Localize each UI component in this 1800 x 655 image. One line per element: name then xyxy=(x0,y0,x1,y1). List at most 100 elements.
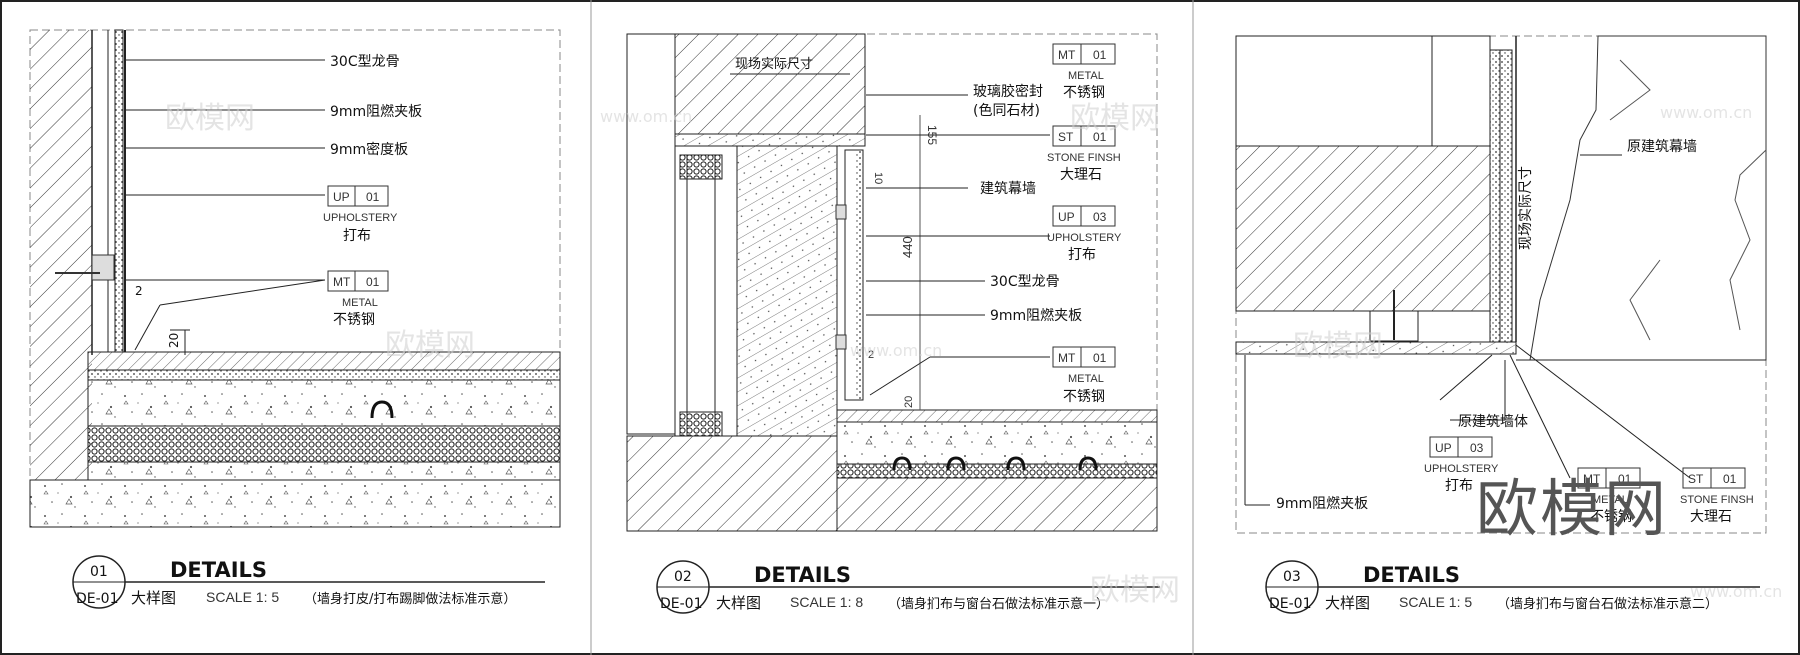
detail-scale: SCALE 1: 5 xyxy=(1399,594,1472,610)
insulation-layer xyxy=(87,425,561,463)
watermark-text: 欧模网 xyxy=(1070,101,1160,136)
floor-finish xyxy=(836,409,1158,423)
detail-note: （墙身打皮/打布踢脚做法标准示意） xyxy=(304,591,516,607)
label-fabric: 打布 xyxy=(1445,477,1473,494)
label-sealant-note: (色同石材) xyxy=(973,102,1040,119)
tag-english: UPHOLSTERY xyxy=(1424,463,1499,475)
watermark-text: 欧模网 xyxy=(385,328,475,363)
masonry-wall xyxy=(30,30,92,480)
tag-number: 01 xyxy=(1618,472,1632,486)
label-stainless: 不锈钢 xyxy=(333,312,375,328)
watermark-url: www.om.cn xyxy=(1690,582,1782,601)
marble-sill xyxy=(1235,341,1517,355)
watermark-text: 欧模网 xyxy=(1090,573,1180,608)
label-fabric: 打布 xyxy=(1068,246,1096,263)
tag-code: MT xyxy=(1058,48,1076,62)
sheet-number: DE-01 xyxy=(660,596,703,612)
detail-number: 01 xyxy=(90,564,108,580)
dim-text: 2 xyxy=(868,349,874,361)
detail-note: （墙身扪布与窗台石做法标准示意二） xyxy=(1497,596,1718,612)
detail-panel-02: 155 10 440 2 20 现场实际尺寸 玻璃胶密封 (色同石材) MT 0… xyxy=(626,33,1160,614)
tag-english: UPHOLSTERY xyxy=(323,212,398,224)
tag-code: UP xyxy=(333,190,350,204)
label-curtain-wall: 建筑幕墙 xyxy=(980,181,1036,197)
dim-text: 20 xyxy=(167,333,181,348)
label-marble: 大理石 xyxy=(1060,167,1102,183)
tag-number: 01 xyxy=(1093,48,1107,62)
tag-code: ST xyxy=(1688,472,1704,486)
tag-number: 01 xyxy=(1093,351,1107,365)
detail-scale: SCALE 1: 8 xyxy=(790,594,863,610)
tag-number: 01 xyxy=(366,190,380,204)
caption-cn: 大样图 xyxy=(716,594,761,612)
detail-number: 03 xyxy=(1283,569,1301,585)
label-stainless: 不锈钢 xyxy=(1590,509,1632,525)
label-original-curtain-wall: 原建筑幕墙 xyxy=(1627,139,1697,155)
label-original-wall: 原建筑墙体 xyxy=(1458,414,1528,430)
dim-text: 10 xyxy=(872,172,884,184)
tag-number: 01 xyxy=(1093,130,1107,144)
label-marble: 大理石 xyxy=(1690,509,1732,525)
tag-number: 03 xyxy=(1093,210,1107,224)
concrete-column xyxy=(736,145,838,437)
tag-code: MT xyxy=(1058,351,1076,365)
label-stainless: 不锈钢 xyxy=(1063,389,1105,405)
dim-text: 2 xyxy=(135,284,143,298)
caption-cn: 大样图 xyxy=(1325,594,1370,612)
watermark-url: www.om.cn xyxy=(1660,103,1752,122)
structural-slab xyxy=(836,477,1158,532)
board-layer xyxy=(114,29,124,353)
tag-english: STONE FINSH xyxy=(1680,494,1754,506)
tag-code: MT xyxy=(1583,472,1601,486)
label-fabric: 打布 xyxy=(343,227,371,244)
watermark-url: www.om.cn xyxy=(600,107,692,126)
detail-panel-03: 原建筑幕墙 现场实际尺寸 原建筑墙体 UP 03 UPHOLSTERY 打布 9… xyxy=(1235,35,1767,614)
label-stainless: 不锈钢 xyxy=(1063,85,1105,101)
label-keel: 30C型龙骨 xyxy=(330,54,400,70)
tag-english: METAL xyxy=(342,297,378,309)
detail-heading: DETAILS xyxy=(170,558,267,582)
tag-number: 01 xyxy=(366,275,380,289)
screed-layer xyxy=(836,421,1158,465)
detail-heading: DETAILS xyxy=(1363,563,1460,587)
tag-code: UP xyxy=(1058,210,1075,224)
tag-number: 01 xyxy=(1723,472,1737,486)
watermark-text: 欧模网 xyxy=(165,101,255,136)
sheet-number: DE-01 xyxy=(1269,596,1312,612)
dim-text: 440 xyxy=(900,236,915,258)
marble-sill xyxy=(674,133,866,147)
dim-text: 20 xyxy=(903,396,915,408)
tag-english: UPHOLSTERY xyxy=(1047,232,1122,244)
label-fireproof-board: 9mm阻燃夹板 xyxy=(1276,495,1368,512)
tag-number: 03 xyxy=(1470,441,1484,455)
label-sealant: 玻璃胶密封 xyxy=(973,83,1043,100)
tag-code: ST xyxy=(1058,130,1074,144)
structural-slab xyxy=(29,479,561,528)
tag-english: METAL xyxy=(1592,494,1628,506)
detail-panel-01: 30C型龙骨 9mm阻燃夹板 9mm密度板 UP 01 UPHOLSTERY 打… xyxy=(29,29,561,609)
watermark-group: 欧模网 欧模网 www.om.cn 欧模网 www.om.cn 欧模网 www.… xyxy=(165,101,1782,608)
upholstery-layer xyxy=(1489,49,1513,343)
caption-cn: 大样图 xyxy=(131,589,176,607)
tag-english: METAL xyxy=(1068,373,1104,385)
label-site-size: 现场实际尺寸 xyxy=(735,57,813,72)
tag-english: STONE FINSH xyxy=(1047,152,1121,164)
detail-heading: DETAILS xyxy=(754,563,851,587)
label-keel: 30C型龙骨 xyxy=(990,274,1060,290)
label-fireproof-board: 9mm阻燃夹板 xyxy=(990,307,1082,324)
tag-code: UP xyxy=(1435,441,1452,455)
sheet-number: DE-01 xyxy=(76,591,119,607)
detail-number: 02 xyxy=(674,569,692,585)
original-wall xyxy=(1235,145,1491,312)
tag-english: METAL xyxy=(1068,70,1104,82)
detail-note: （墙身扪布与窗台石做法标准示意一） xyxy=(888,596,1109,612)
slab-left xyxy=(626,435,838,532)
label-fireproof-board: 9mm阻燃夹板 xyxy=(330,103,422,120)
watermark-url: www.om.cn xyxy=(850,341,942,360)
screed-layer xyxy=(87,379,561,427)
label-density-board: 9mm密度板 xyxy=(330,141,408,158)
detail-scale: SCALE 1: 5 xyxy=(206,589,279,605)
wall-above xyxy=(674,33,866,135)
